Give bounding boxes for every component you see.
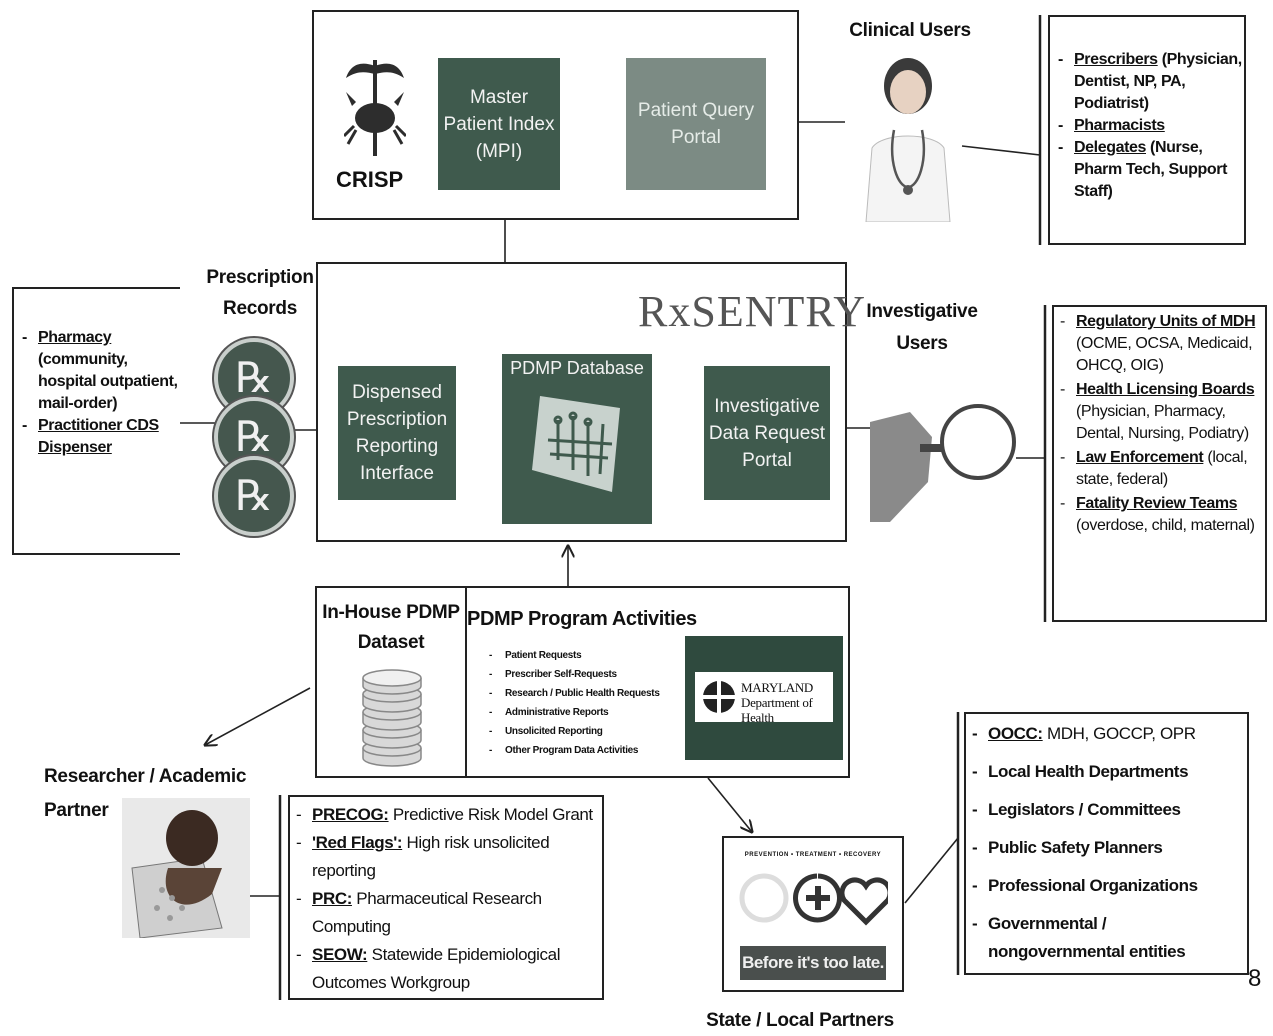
list-item: Delegates (Nurse, Pharm Tech, Support St…	[1056, 137, 1242, 203]
list-item: PRECOG: Predictive Risk Model Grant	[294, 801, 600, 829]
list-item: 'Red Flags': High risk unsolicited repor…	[294, 829, 600, 885]
circuit-chip-icon	[532, 396, 620, 492]
list-item: Prescribers (Physician, Dentist, NP, PA,…	[1056, 49, 1242, 115]
researcher-title: Researcher / Academic Partner	[44, 766, 247, 821]
pdmp-program-box: In-House PDMP Dataset PDMP Program Activ…	[315, 586, 850, 778]
crisp-box: CRISP Master Patient Index (MPI) Patient…	[312, 10, 799, 220]
rxsentry-box: RxSENTRY Dispensed Prescription Reportin…	[316, 262, 865, 542]
before-its-too-late-campaign: PREVENTION • TREATMENT • RECOVERY Before…	[722, 836, 904, 992]
investigative-users-title: Investigative Users	[866, 301, 978, 354]
arrow-dataset-to-researcher	[205, 687, 311, 745]
pdmp-database-label: PDMP Database	[510, 358, 644, 378]
dispensed-prescription-interface-box: Dispensed Prescription Reporting Interfa…	[338, 366, 456, 500]
page-number: 8	[1248, 965, 1262, 992]
state-partners-title: State / Local Partners	[706, 1010, 894, 1031]
data-sources-box: Pharmacy (community, hospital outpatient…	[12, 287, 180, 555]
list-item: Law Enforcement (local, state, federal)	[1058, 447, 1268, 491]
list-item: Unsolicited Reporting	[487, 722, 687, 741]
list-item: Fatality Review Teams (overdose, child, …	[1058, 493, 1268, 537]
researcher-microscope-icon	[122, 798, 250, 938]
list-item: PRC: Pharmaceutical Research Computing	[294, 885, 600, 941]
list-item: Governmental / nongovernmental entities	[970, 910, 1246, 966]
clinician-icon	[865, 58, 951, 222]
list-item: Pharmacy (community, hospital outpatient…	[20, 327, 178, 415]
state-partners-list: OOCC: MDH, GOCCP, OPR Local Health Depar…	[970, 720, 1246, 966]
list-item: Administrative Reports	[487, 703, 687, 722]
program-activities-title: PDMP Program Activities	[467, 608, 697, 630]
data-sources-list: Pharmacy (community, hospital outpatient…	[20, 327, 178, 459]
clinical-users-list-box: Prescribers (Physician, Dentist, NP, PA,…	[1048, 15, 1246, 245]
list-item: Health Licensing Boards (Physician, Phar…	[1058, 379, 1268, 445]
rx-symbol-icon: ℞	[214, 456, 294, 536]
campaign-slogan: Before it's too late.	[740, 946, 886, 980]
list-item: Research / Public Health Requests	[487, 684, 687, 703]
investigative-data-request-portal-box[interactable]: Investigative Data Request Portal	[704, 366, 830, 500]
crisp-label: CRISP	[336, 167, 404, 192]
master-patient-index-box: Master Patient Index (MPI)	[438, 58, 560, 190]
list-item: SEOW: Statewide Epidemiological Outcomes…	[294, 941, 600, 997]
caduceus-crab-icon	[344, 60, 406, 156]
list-item: Local Health Departments	[970, 758, 1246, 786]
in-house-dataset-title: In-House PDMP Dataset	[322, 602, 460, 653]
prescription-records-title: Prescription Records	[206, 267, 314, 319]
rxsentry-logo: RxSENTRY	[638, 287, 867, 336]
patient-query-portal-box[interactable]: Patient Query Portal	[626, 58, 766, 190]
investigative-users-list-box: Regulatory Units of MDH (OCME, OCSA, Med…	[1052, 305, 1267, 622]
in-house-dataset-panel: In-House PDMP Dataset	[317, 588, 467, 776]
list-item: Patient Requests	[487, 646, 687, 665]
list-item: Practitioner CDS Dispenser	[20, 415, 178, 459]
list-item: Other Program Data Activities	[487, 741, 687, 760]
list-item: Professional Organizations	[970, 872, 1246, 900]
list-item: Legislators / Committees	[970, 796, 1246, 824]
program-activities-list: Patient Requests Prescriber Self-Request…	[487, 646, 687, 760]
maryland-flag-icon	[703, 681, 735, 713]
list-item: Prescriber Self-Requests	[487, 665, 687, 684]
clinical-users-title: Clinical Users	[849, 20, 971, 41]
list-item: Public Safety Planners	[970, 834, 1246, 862]
campaign-icons	[739, 873, 888, 926]
database-stack-icon	[362, 669, 422, 767]
researcher-list: PRECOG: Predictive Risk Model Grant 'Red…	[294, 801, 600, 997]
pdmp-database-box: PDMP Database	[502, 354, 652, 524]
researcher-list-box: PRECOG: Predictive Risk Model Grant 'Red…	[288, 795, 604, 1000]
arrow-dataset-to-state	[707, 777, 752, 832]
list-item: Pharmacists	[1056, 115, 1242, 137]
list-item: Regulatory Units of MDH (OCME, OCSA, Med…	[1058, 311, 1268, 377]
state-partners-list-box: OOCC: MDH, GOCCP, OPR Local Health Depar…	[964, 712, 1249, 975]
investigative-users-list: Regulatory Units of MDH (OCME, OCSA, Med…	[1058, 311, 1268, 537]
campaign-header: PREVENTION • TREATMENT • RECOVERY	[744, 852, 882, 858]
clinical-users-list: Prescribers (Physician, Dentist, NP, PA,…	[1056, 49, 1242, 203]
magnifying-glass-icon	[870, 404, 1016, 522]
list-item: OOCC: MDH, GOCCP, OPR	[970, 720, 1246, 748]
